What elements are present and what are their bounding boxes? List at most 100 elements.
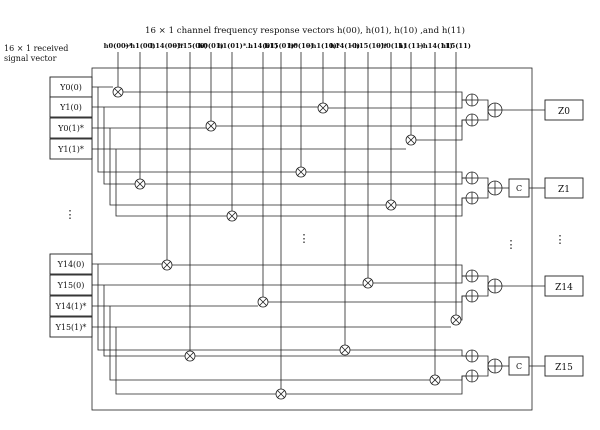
multiplier-cross — [163, 261, 171, 269]
input-box-y14-1 — [49, 295, 93, 317]
input-label-y1-0: Y1(0) — [59, 103, 82, 112]
multiplier-2 — [134, 178, 146, 190]
multiplier-cross — [136, 180, 144, 188]
adder-link — [478, 366, 489, 377]
h-label-14: h1(11) — [398, 42, 423, 50]
input-box-y15-0 — [49, 274, 93, 296]
multiplier-3 — [161, 259, 173, 271]
input-label-y0-0: Y0(0) — [59, 83, 82, 92]
multiplier-cross — [186, 352, 194, 360]
mix-out-11 — [268, 295, 467, 303]
h-label-5: h0(01) — [198, 42, 223, 50]
h-label-13: −h0(11) — [376, 42, 407, 50]
multiplier-cross — [407, 136, 415, 144]
input-feed-15 — [109, 306, 430, 381]
output-label-z15: Z15 — [555, 363, 573, 373]
mix-out-5 — [306, 171, 467, 179]
adder-link — [478, 286, 489, 297]
mix-out-2 — [328, 99, 467, 109]
h-label-11: h14(10) — [330, 42, 360, 50]
adder-link — [478, 110, 489, 121]
multiplier-cross — [364, 279, 372, 287]
ellipsis-inputs: ⋮ — [65, 208, 76, 221]
combiner-frame — [91, 67, 533, 411]
adder-link — [478, 275, 489, 286]
adder-link — [478, 177, 489, 188]
output-label-z1: Z1 — [558, 185, 570, 195]
h-label-2: −h1(00) — [125, 42, 156, 50]
input-label-y15-1: Y15(1)* — [55, 323, 87, 332]
input-label-y14-1: Y14(1)* — [55, 302, 87, 311]
output-box-z0 — [544, 99, 584, 121]
h-label-6: h1(01)* — [218, 42, 247, 50]
multiplier-cross — [207, 122, 215, 130]
multiplier-10 — [317, 102, 329, 114]
mix-out-12 — [461, 295, 467, 321]
multiplier-14 — [405, 134, 417, 146]
multiplier-cross — [341, 346, 349, 354]
mix-out-9 — [172, 264, 467, 277]
adder-group-z15 — [465, 349, 503, 383]
input-label-y1-1: Y1(1)* — [57, 145, 84, 154]
mix-out-4 — [416, 119, 467, 141]
input-box-y14-0 — [49, 253, 93, 275]
diagram-title: 16 × 1 channel frequency response vector… — [145, 25, 465, 36]
multiplier-cross — [319, 104, 327, 112]
h-label-15: −h14(11) — [417, 42, 452, 50]
input-feed-16 — [115, 327, 276, 395]
input-feed-8 — [115, 149, 227, 217]
input-feed-13 — [97, 264, 340, 351]
signal-lines — [91, 52, 545, 411]
multiplier-cross — [277, 390, 285, 398]
h-label-10: −h1(10)* — [306, 42, 341, 50]
conjugate-box-z15 — [508, 356, 530, 376]
mix-out-8 — [237, 197, 467, 217]
input-feed-7 — [109, 128, 386, 206]
multiplier-11 — [339, 344, 351, 356]
adder-group-z14 — [465, 269, 503, 303]
multiplier-15 — [429, 374, 441, 386]
adder-group-z1 — [465, 171, 503, 205]
multiplier-cross — [114, 88, 122, 96]
h-label-7: h14(01) — [248, 42, 278, 50]
multiplier-1 — [112, 86, 124, 98]
mix-out-6 — [145, 177, 467, 185]
h-label-3: h14(00)* — [150, 42, 184, 50]
mix-out-13 — [350, 349, 467, 357]
multiplier-4 — [184, 350, 196, 362]
mix-out-16 — [286, 375, 467, 395]
conjugate-label-z15: C — [516, 362, 522, 371]
multiplier-6 — [226, 210, 238, 222]
h-label-9: h0(10) — [288, 42, 313, 50]
output-label-z0: Z0 — [558, 107, 570, 117]
multiplier-cross — [387, 201, 395, 209]
input-feed-6 — [103, 107, 135, 185]
input-feed-5 — [97, 87, 296, 173]
input-box-y15-1 — [49, 316, 93, 338]
mix-out-3 — [216, 119, 467, 127]
input-label-y14-0: Y14(0) — [57, 260, 85, 269]
adder-link — [478, 99, 489, 110]
output-box-z1 — [544, 177, 584, 199]
h-label-8: h15(01)* — [264, 42, 298, 50]
multiplier-8 — [275, 388, 287, 400]
received-label-line2: signal vector — [4, 54, 57, 63]
multiplier-5 — [205, 120, 217, 132]
ellipsis-adders: ⋮ — [506, 238, 517, 251]
adder-link — [478, 188, 489, 199]
output-label-z14: Z14 — [555, 283, 573, 293]
input-feed-14 — [103, 285, 185, 357]
mix-out-10 — [373, 275, 467, 284]
mix-out-1 — [123, 91, 467, 101]
input-box-y1-0 — [49, 96, 93, 118]
adder-group-z0 — [465, 93, 503, 127]
conjugate-box-z1 — [508, 178, 530, 198]
output-box-z15 — [544, 355, 584, 377]
multiplier-9 — [295, 166, 307, 178]
mix-out-15 — [440, 375, 467, 381]
multiplier-cross — [259, 298, 267, 306]
adder-link — [478, 355, 489, 366]
multiplier-cross — [452, 316, 460, 324]
multiplier-7 — [257, 296, 269, 308]
